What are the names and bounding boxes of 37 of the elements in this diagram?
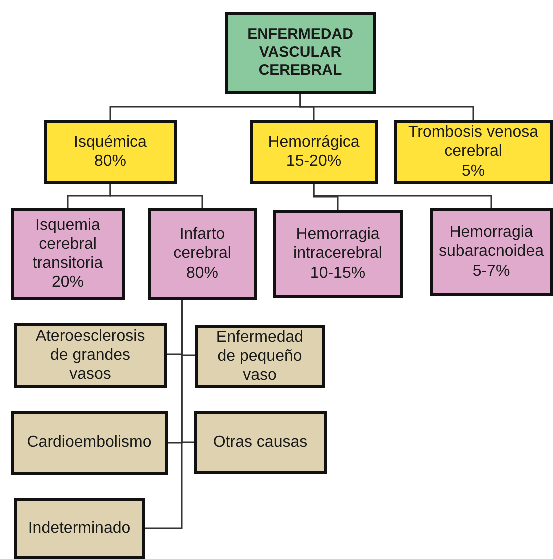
box-label: Isquemia cerebral transitoria	[32, 216, 104, 274]
box-label: Cardioembolismo	[27, 433, 152, 453]
cause-box	[194, 411, 327, 474]
box-label: Ateroesclerosis de grandes vasos	[34, 326, 146, 384]
cause-box	[11, 411, 168, 475]
cause-box	[14, 323, 167, 388]
connector-line	[313, 184, 492, 208]
category-box	[394, 120, 553, 184]
box-label: 20%	[52, 273, 84, 292]
box-label: 15-20%	[286, 152, 342, 172]
box-label: Isquémica	[74, 132, 147, 152]
subcategory-box	[11, 208, 125, 300]
box-label: 80%	[186, 264, 219, 283]
subcategory-box	[273, 210, 403, 298]
box-label: 5-7%	[472, 262, 510, 281]
box-label: 5%	[462, 162, 486, 181]
subcategory-box	[430, 208, 553, 296]
cause-box	[14, 498, 145, 559]
box-label: Hemorragia intracerebral	[292, 225, 384, 264]
box-label: Trombosis venosa cerebral	[407, 123, 540, 162]
subcategory-box	[148, 208, 257, 300]
box-label: ENFERMEDAD VASCULAR CEREBRAL	[246, 26, 354, 80]
box-label: Hemorragia subaracnoidea	[438, 223, 545, 262]
category-box	[250, 120, 378, 184]
box-label: Indeterminado	[28, 518, 131, 538]
connector-line	[300, 94, 474, 120]
box-label: Hemorrágica	[268, 132, 360, 152]
connector-line	[110, 184, 204, 208]
cause-box	[195, 325, 325, 388]
box-label: Infarto cerebral	[172, 225, 232, 264]
root-box	[225, 12, 376, 94]
connector-line	[145, 300, 183, 530]
box-label: 10-15%	[310, 264, 366, 283]
box-label: 80%	[94, 152, 127, 172]
box-label: Enfermedad de pequeño vaso	[215, 328, 305, 386]
box-label: Otras causas	[213, 432, 308, 452]
category-box	[44, 120, 177, 184]
